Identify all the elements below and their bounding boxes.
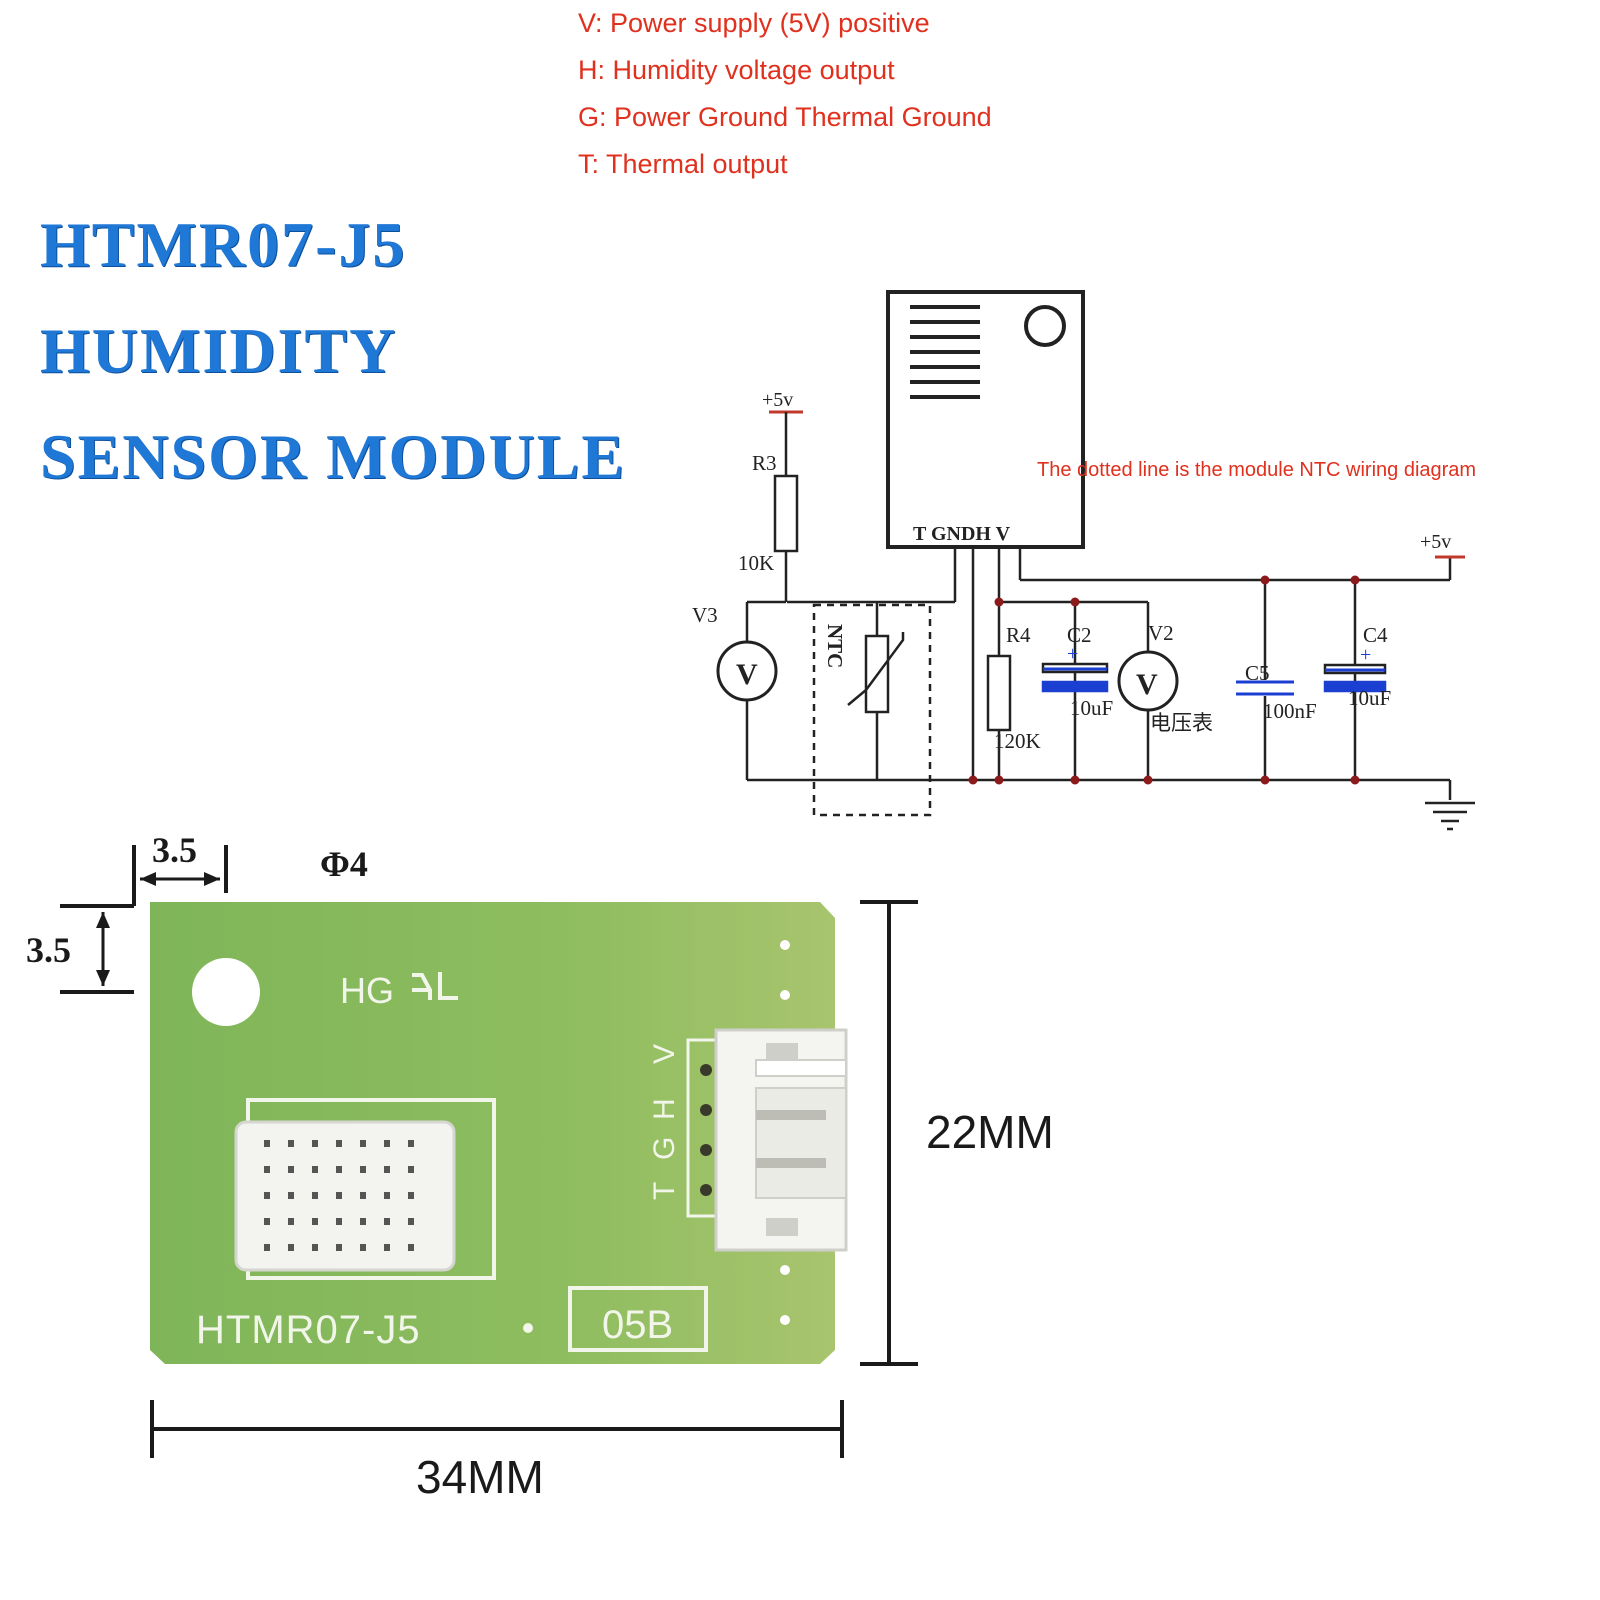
r4-resistor — [986, 654, 1012, 732]
title-line-humidity: HUMIDITY — [40, 315, 398, 386]
c4-capacitor — [1323, 680, 1387, 693]
product-title: HTMR07-J5 HUMIDITY SENSOR MODULE — [40, 192, 626, 510]
connector-solder-pins — [700, 1064, 712, 1196]
mounting-hole — [192, 958, 260, 1026]
dim-hole-diameter: Φ4 — [320, 844, 368, 884]
pin-legend-h: H: Humidity voltage output — [578, 55, 895, 85]
humidity-sensor-element — [234, 1120, 456, 1272]
ntc-note: The dotted line is the module NTC wiring… — [1037, 459, 1476, 481]
right-supply-label: +5v — [1420, 531, 1451, 553]
board-silkscreen-name: HTMR07-J5 — [196, 1308, 421, 1352]
voltmeter-label: 电压表 — [1150, 712, 1213, 735]
c5-value: 100nF — [1263, 699, 1317, 723]
v3-voltmeter — [716, 640, 778, 702]
r3-resistor — [773, 474, 799, 553]
title-line-sensor-module: SENSOR MODULE — [40, 421, 627, 492]
junction-dots — [968, 575, 1360, 785]
ntc-dotted-box — [812, 603, 932, 817]
v3-symbol: V — [736, 658, 758, 691]
code-box — [568, 1286, 708, 1352]
dimension-lines — [60, 845, 918, 1458]
module-vent-lines — [910, 305, 980, 399]
pin-legend-t: T: Thermal output — [578, 149, 788, 179]
title-line-model: HTMR07-J5 — [40, 209, 407, 280]
c5-label: C5 — [1245, 661, 1270, 685]
r4-label: R4 — [1006, 623, 1031, 647]
dim-hole-offset-x: 3.5 — [152, 830, 197, 870]
board-test-points — [780, 940, 790, 1325]
c4-value: 10uF — [1348, 686, 1391, 710]
v2-voltmeter — [1117, 650, 1179, 712]
sensor-vent-holes — [264, 1140, 414, 1251]
v2-symbol: V — [1136, 668, 1158, 701]
sensor-module-box — [886, 290, 1085, 549]
connector-housing — [714, 1028, 848, 1252]
v3-label: V3 — [692, 603, 718, 627]
c2-label: C2 — [1067, 623, 1092, 647]
connector-pin-v: V — [648, 1044, 681, 1064]
schematic — [716, 290, 1475, 831]
r3-value: 10K — [738, 551, 774, 575]
r4-value: 120K — [994, 729, 1041, 753]
r3-label: R3 — [752, 451, 777, 475]
ntc-label: NTC — [823, 624, 847, 668]
module-hole-circle — [1024, 305, 1066, 347]
c2-value: 10uF — [1070, 696, 1113, 720]
v2-label: V2 — [1148, 621, 1174, 645]
connector-pin-g: G — [648, 1137, 681, 1160]
dim-height: 22MM — [926, 1106, 1054, 1158]
c2-plus: + — [1067, 643, 1078, 665]
pin-legend-g: G: Power Ground Thermal Ground — [578, 102, 992, 132]
c4-plus: + — [1360, 644, 1371, 666]
brand-mark: HG — [340, 970, 394, 1011]
ul-logo — [412, 972, 458, 1000]
code-box-text: 05B — [602, 1303, 673, 1347]
connector-pin-t: T — [648, 1182, 681, 1200]
pin-legend: V: Power supply (5V) positive H: Humidit… — [578, 0, 992, 188]
left-supply-label: +5v — [762, 389, 793, 411]
c4-label: C4 — [1363, 623, 1388, 647]
pcb-board: HG HTMR07-J5 05B V — [150, 902, 848, 1364]
c2-capacitor — [1041, 680, 1109, 693]
dim-width: 34MM — [416, 1451, 544, 1503]
module-pin-labels: T GNDH V — [913, 523, 1011, 545]
dim-hole-offset-y: 3.5 — [26, 930, 71, 970]
connector-pin-h: H — [648, 1098, 681, 1120]
pin-legend-v: V: Power supply (5V) positive — [578, 8, 930, 38]
